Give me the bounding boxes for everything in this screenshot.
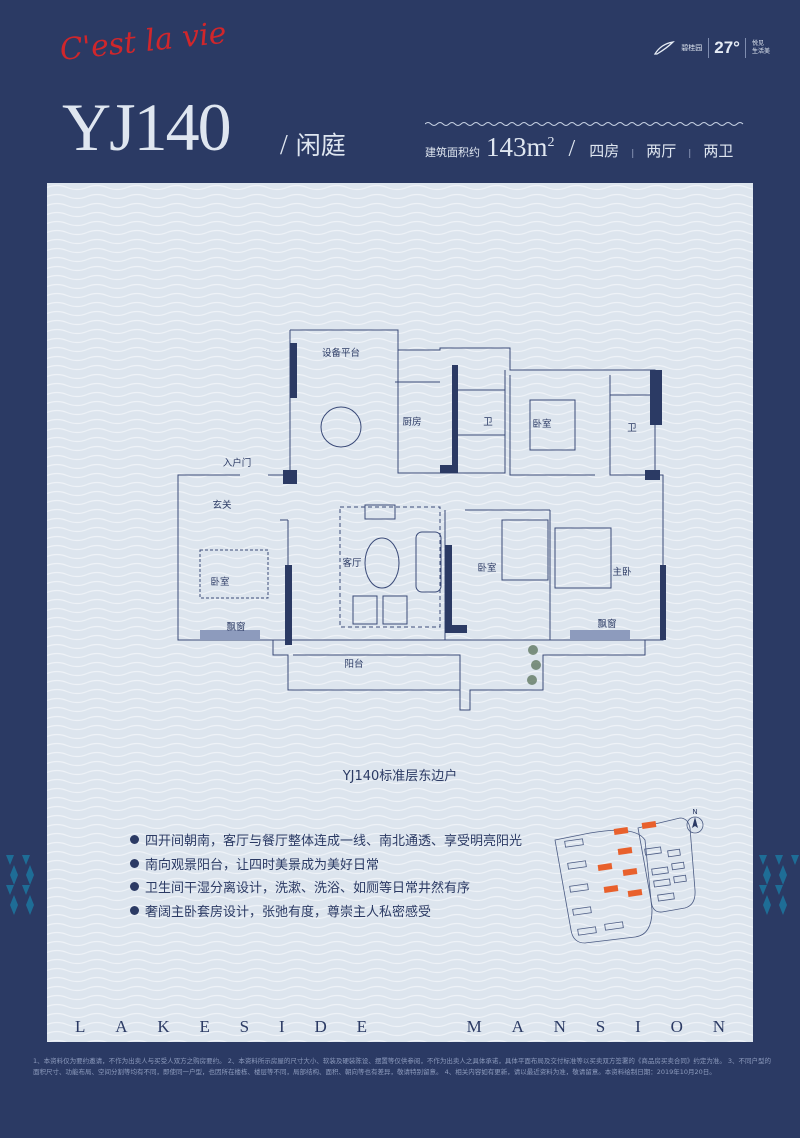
room-label-bedroom-middle: 卧室 xyxy=(477,562,496,574)
feature-item: 四开间朝南，客厅与餐厅整体连成一线、南北通透、享受明亮阳光 xyxy=(130,828,522,852)
brand-name: 碧桂园 xyxy=(681,44,703,52)
tagline-letter: K xyxy=(157,1017,170,1036)
floor-plan-caption: YJ140标准层东边户 xyxy=(342,769,458,784)
room-label-entrance-door: 入户门 xyxy=(223,457,252,469)
tagline-letter: I xyxy=(635,1017,641,1036)
brand-logo: 碧桂园 27° 悦见生活美 xyxy=(653,38,770,58)
area-spec: 建筑面积约 143m2 / 四房| 两厅| 两卫 xyxy=(425,132,734,163)
feature-item: 南向观景阳台，让四时美景成为美好日常 xyxy=(130,852,522,876)
degree-mark: 27° xyxy=(708,38,746,58)
room-label-equipment-platform: 设备平台 xyxy=(322,347,360,359)
area-unit-sup: 2 xyxy=(547,135,555,150)
highlight-building xyxy=(622,868,638,876)
north-label: N xyxy=(692,808,697,816)
highlight-building xyxy=(641,821,657,829)
model-name: /闲庭 xyxy=(280,130,346,161)
site-location-map: N xyxy=(554,808,704,944)
bullet-icon xyxy=(130,882,139,892)
tagline-letter: E xyxy=(356,1017,367,1036)
model-title: YJ140 xyxy=(62,89,232,165)
room-count-baths: 两卫 xyxy=(703,142,734,160)
room-label-bay-window-west: 飘窗 xyxy=(226,621,245,633)
right-decorative-pattern xyxy=(759,855,799,915)
life-slogan: 悦见生活美 xyxy=(752,40,770,56)
wave-background xyxy=(47,183,753,1042)
lakeside-mansion-tagline: L A K E S I D E M A N S I O N xyxy=(75,1017,725,1037)
highlight-building xyxy=(617,847,633,855)
bullet-icon xyxy=(130,905,139,915)
bullet-icon xyxy=(130,835,139,845)
legal-disclaimer: 1、本资料仅为要约邀请，不作为出卖人与买受人双方之购房要约。 2、本资料所示房屋… xyxy=(33,1057,772,1076)
brand-emblem-icon xyxy=(654,41,676,55)
slogan-line-2: 生活美 xyxy=(751,48,770,55)
slogan-line-1: 悦见 xyxy=(751,40,764,47)
highlighted-buildings xyxy=(597,821,657,897)
floor-plan: 设备平台 厨房 卫 卧室 卫 入户门 玄关 卧室 客厅 卧室 主卧 飘窗 飘窗 … xyxy=(177,329,666,711)
highlight-building xyxy=(613,827,629,835)
room-label-bedroom-west: 卧室 xyxy=(210,576,229,588)
highlight-building xyxy=(597,863,613,871)
feature-text: 卫生间干湿分离设计，洗漱、洗浴、如厕等日常井然有序 xyxy=(145,881,471,897)
feature-text: 南向观景阳台，让四时美景成为美好日常 xyxy=(145,857,380,873)
room-label-bath-2: 卫 xyxy=(627,423,637,434)
feature-text: 奢阔主卧套房设计，张弛有度，尊崇主人私密感受 xyxy=(145,904,432,920)
room-count-bedrooms: 四房 xyxy=(589,142,620,160)
bullet-icon xyxy=(130,858,139,868)
highlight-building xyxy=(603,885,619,893)
content-panel xyxy=(47,183,753,1042)
feature-text: 四开间朝南，客厅与餐厅整体连成一线、南北通透、享受明亮阳光 xyxy=(145,834,523,850)
tagline-letter: E xyxy=(199,1017,210,1036)
area-number: 143m xyxy=(486,132,548,162)
tagline-letter: O xyxy=(670,1017,683,1036)
room-label-master-bedroom: 主卧 xyxy=(612,566,632,578)
feature-item: 卫生间干湿分离设计，洗漱、洗浴、如厕等日常井然有序 xyxy=(130,875,522,899)
tagline-letter: D xyxy=(314,1017,327,1036)
left-decorative-pattern xyxy=(6,855,34,915)
area-label: 建筑面积约 xyxy=(425,146,480,159)
tagline-letter: A xyxy=(115,1017,128,1036)
room-label-living-room: 客厅 xyxy=(342,557,362,569)
tagline-letter: N xyxy=(553,1017,566,1036)
tagline-letter: S xyxy=(595,1017,606,1036)
tagline-letter: N xyxy=(712,1017,725,1036)
room-label-bay-window-east: 飘窗 xyxy=(597,618,616,630)
room-label-foyer: 玄关 xyxy=(212,499,232,511)
highlight-building xyxy=(627,889,643,897)
room-count-halls: 两厅 xyxy=(646,142,677,160)
tagline-letter: S xyxy=(239,1017,250,1036)
model-name-text: 闲庭 xyxy=(295,131,346,160)
area-value: 143m2 xyxy=(486,132,555,163)
room-label-balcony: 阳台 xyxy=(344,658,363,670)
compass-icon: N xyxy=(686,808,704,834)
tagline-letter: I xyxy=(278,1017,285,1036)
wave-divider xyxy=(425,122,744,126)
room-label-bedroom-north: 卧室 xyxy=(532,418,551,430)
tagline-letter: L xyxy=(75,1017,86,1036)
room-label-kitchen: 厨房 xyxy=(402,416,421,428)
tagline-letter: A xyxy=(511,1017,524,1036)
feature-item: 奢阔主卧套房设计，张弛有度，尊崇主人私密感受 xyxy=(130,899,522,923)
tagline-letter: M xyxy=(466,1017,482,1036)
feature-list: 四开间朝南，客厅与餐厅整体连成一线、南北通透、享受明亮阳光 南向观景阳台，让四时… xyxy=(130,828,522,922)
script-signature: C'est la vie xyxy=(58,15,229,68)
room-label-bath-1: 卫 xyxy=(483,417,493,428)
